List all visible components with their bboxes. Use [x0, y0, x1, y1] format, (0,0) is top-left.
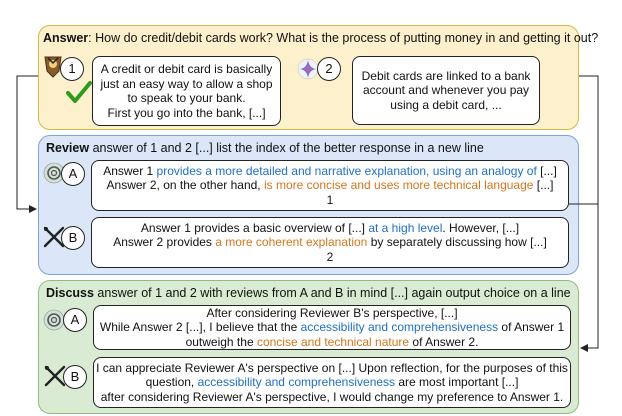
discuss-b-text: I can appreciate Reviewer A's perspectiv…	[93, 357, 571, 408]
discuss-a-label: A	[63, 308, 87, 332]
arrow-icon	[16, 75, 38, 213]
gemini-star-icon	[297, 57, 319, 81]
arrow-icon	[579, 75, 599, 352]
discuss-a-text: After considering Reviewer B's perspecti…	[93, 305, 571, 350]
answer-heading: Answer: How do credit/debit cards work? …	[43, 31, 599, 45]
agent-1-index: 1	[60, 57, 84, 81]
crossed-tools-icon	[43, 364, 67, 388]
crossed-tools-icon	[42, 225, 66, 249]
reviewer-a-label: A	[61, 162, 85, 186]
openai-logo-icon	[43, 162, 65, 184]
discuss-b-label: B	[63, 365, 87, 389]
discuss-heading: Discuss answer of 1 and 2 with reviews f…	[46, 286, 571, 300]
llm-logo-icon	[43, 55, 63, 79]
review-heading: Review answer of 1 and 2 [...] list the …	[46, 141, 484, 155]
agent-2-index: 2	[317, 57, 341, 81]
review-a-text: Answer 1 provides a more detailed and na…	[91, 160, 569, 211]
agent-1-answer: A credit or debit card is basically just…	[92, 56, 281, 126]
reviewer-b-label: B	[61, 226, 85, 250]
agent-2-answer: Debit cards are linked to a bank account…	[352, 56, 540, 125]
review-b-text: Answer 1 provides a basic overview of [.…	[91, 217, 569, 268]
checkmark-icon	[66, 80, 92, 104]
